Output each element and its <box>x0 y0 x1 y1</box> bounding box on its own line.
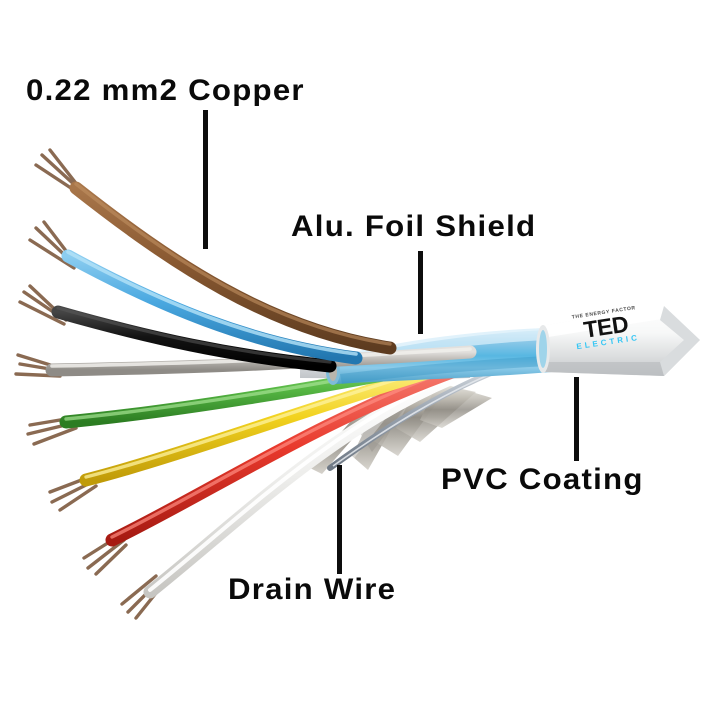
pvc-jacket <box>536 306 700 376</box>
conductor-group-upper <box>45 181 477 377</box>
copper-strands <box>14 148 162 620</box>
conductor-red <box>105 365 459 547</box>
conductor-blue <box>61 249 363 365</box>
label-drain-wire: Drain Wire <box>228 573 397 606</box>
conductor-grey <box>45 345 477 377</box>
label-foil-shield: Alu. Foil Shield <box>291 210 537 243</box>
conductor-brown <box>69 181 397 355</box>
leader-line-drain-wire <box>337 465 342 574</box>
label-copper: 0.22 mm2 Copper <box>26 74 305 107</box>
leader-line-copper <box>203 110 208 249</box>
leader-line-pvc-coating <box>574 377 579 461</box>
label-pvc-coating: PVC Coating <box>441 463 644 496</box>
conductor-black <box>51 305 337 373</box>
conductor-yellow <box>79 359 457 487</box>
leader-line-foil-shield <box>418 251 423 334</box>
conductor-group-lower <box>59 355 459 599</box>
